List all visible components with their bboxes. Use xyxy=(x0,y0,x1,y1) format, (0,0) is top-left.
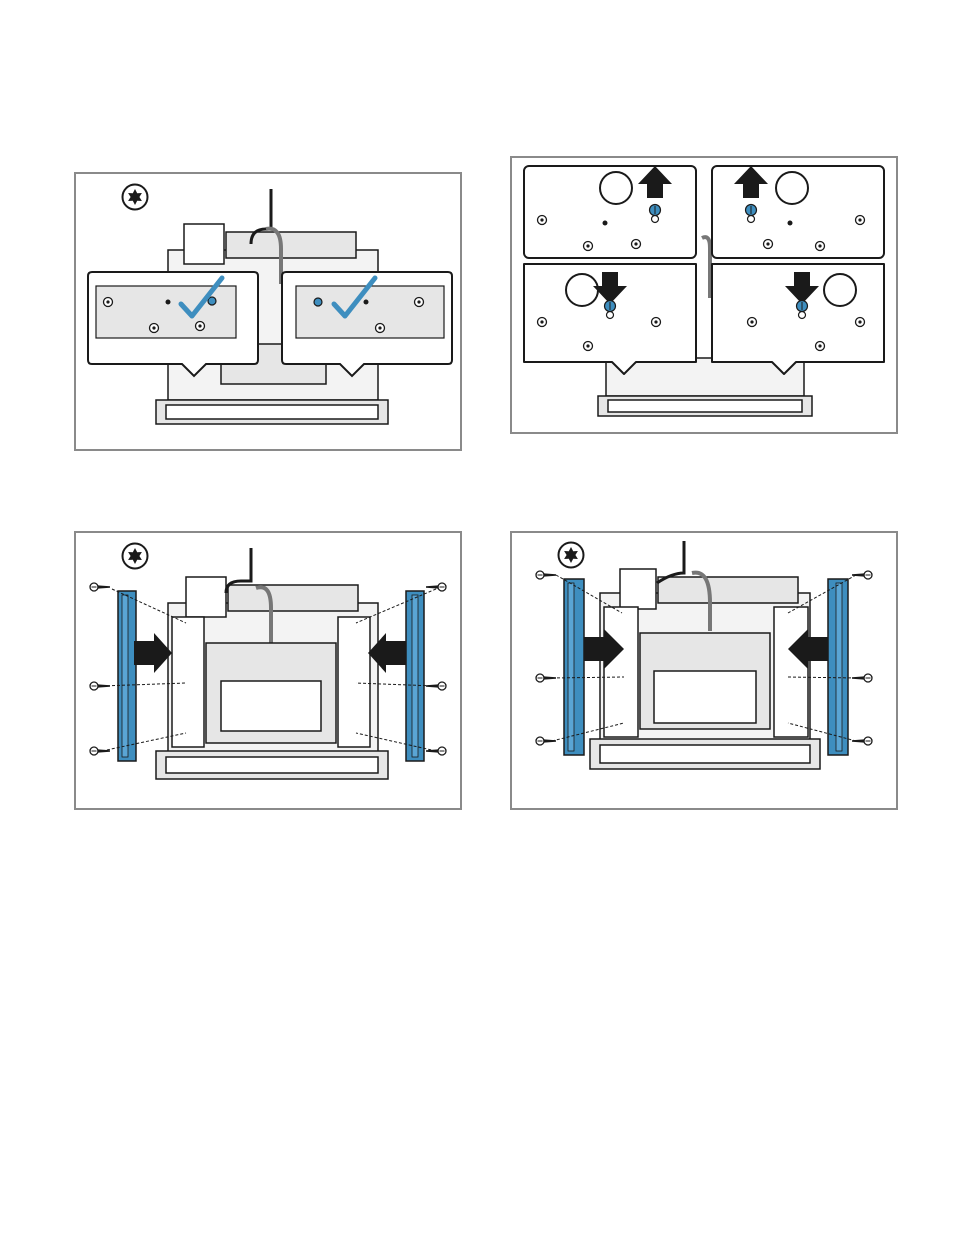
arrow-down-icon xyxy=(593,272,627,304)
arrow-right-icon xyxy=(134,633,172,673)
check-mark-icon xyxy=(178,275,225,319)
arrow-up-icon xyxy=(734,166,768,198)
zoom-bottom-right xyxy=(711,263,885,375)
right-bracket-zoom xyxy=(281,271,453,378)
arrow-left-icon xyxy=(788,629,828,669)
zoom-bottom-left xyxy=(523,263,697,375)
right-side-trim xyxy=(405,590,425,762)
torx-star-icon xyxy=(121,183,149,211)
check-mark-icon xyxy=(331,275,378,319)
right-side-trim xyxy=(827,578,849,756)
screw-icon xyxy=(101,588,437,752)
diagram-panel-attach-side-trims xyxy=(74,531,462,810)
diagram-panel-adjust-height xyxy=(510,156,898,434)
appliance-body xyxy=(589,541,821,770)
arrow-right-icon xyxy=(584,629,624,669)
screw-icon xyxy=(551,574,857,742)
torx-star-icon xyxy=(121,542,149,570)
arrow-down-icon xyxy=(785,272,819,304)
left-side-trim xyxy=(563,578,585,756)
zoom-top-right xyxy=(711,165,885,259)
left-bracket-zoom xyxy=(87,271,259,378)
zoom-top-left xyxy=(523,165,697,259)
appliance-body xyxy=(597,235,813,417)
appliance-body xyxy=(155,548,389,780)
left-side-trim xyxy=(117,590,137,762)
torx-star-icon xyxy=(557,541,585,569)
diagram-panel-check-screws xyxy=(74,172,462,451)
arrow-up-icon xyxy=(638,166,672,198)
diagram-panel-attach-side-trims-alt xyxy=(510,531,898,810)
arrow-left-icon xyxy=(368,633,406,673)
